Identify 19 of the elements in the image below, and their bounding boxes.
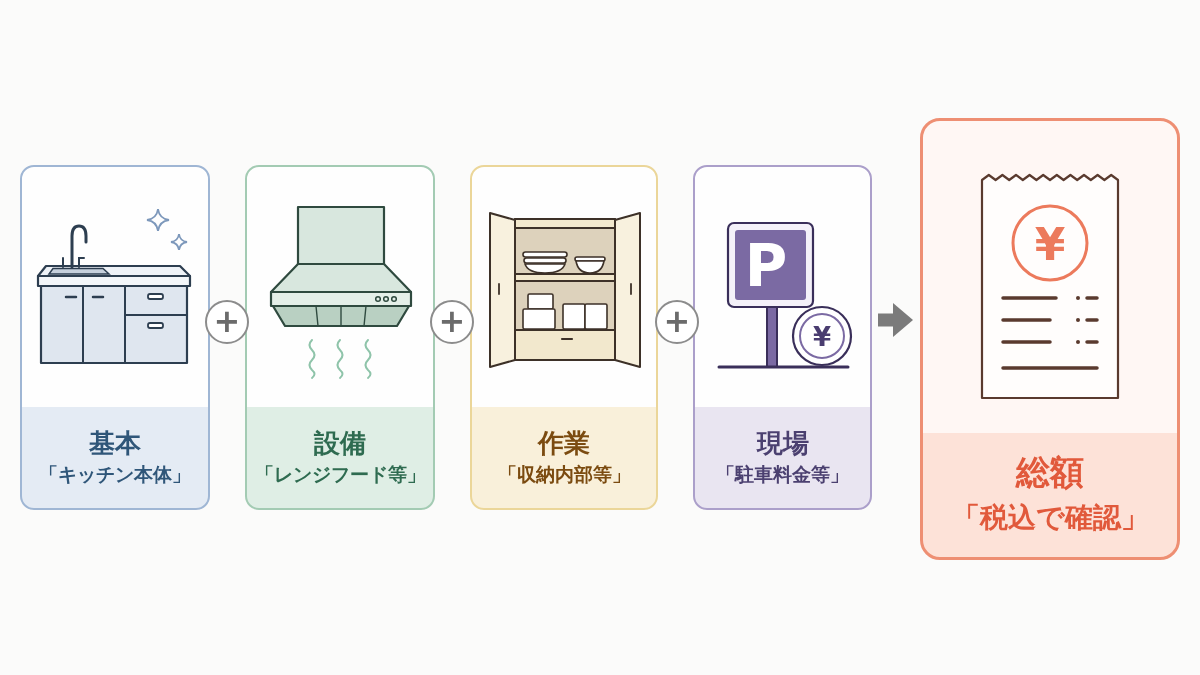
parking-letter: P <box>744 237 788 295</box>
yen-sign: ¥ <box>812 324 832 350</box>
category-detail: 「駐車料金等」 <box>716 462 849 486</box>
category-heading: 作業 <box>538 427 590 459</box>
category-detail: 「キッチン本体」 <box>39 462 191 486</box>
total-card <box>920 118 1180 560</box>
category-heading: 基本 <box>89 427 141 459</box>
yen-sign: ¥ <box>1034 223 1066 267</box>
category-card <box>245 165 435 510</box>
category-detail: 「税込で確認」 <box>951 501 1149 535</box>
category-detail: 「収納内部等」 <box>497 462 631 486</box>
category-heading: 総額 <box>1016 452 1084 494</box>
category-card <box>693 165 872 510</box>
category-detail: 「レンジフード等」 <box>254 462 426 486</box>
category-card <box>20 165 210 510</box>
category-heading: 現場 <box>756 427 809 459</box>
category-heading: 設備 <box>314 427 366 459</box>
arrow <box>878 303 913 337</box>
category-card <box>470 165 658 510</box>
